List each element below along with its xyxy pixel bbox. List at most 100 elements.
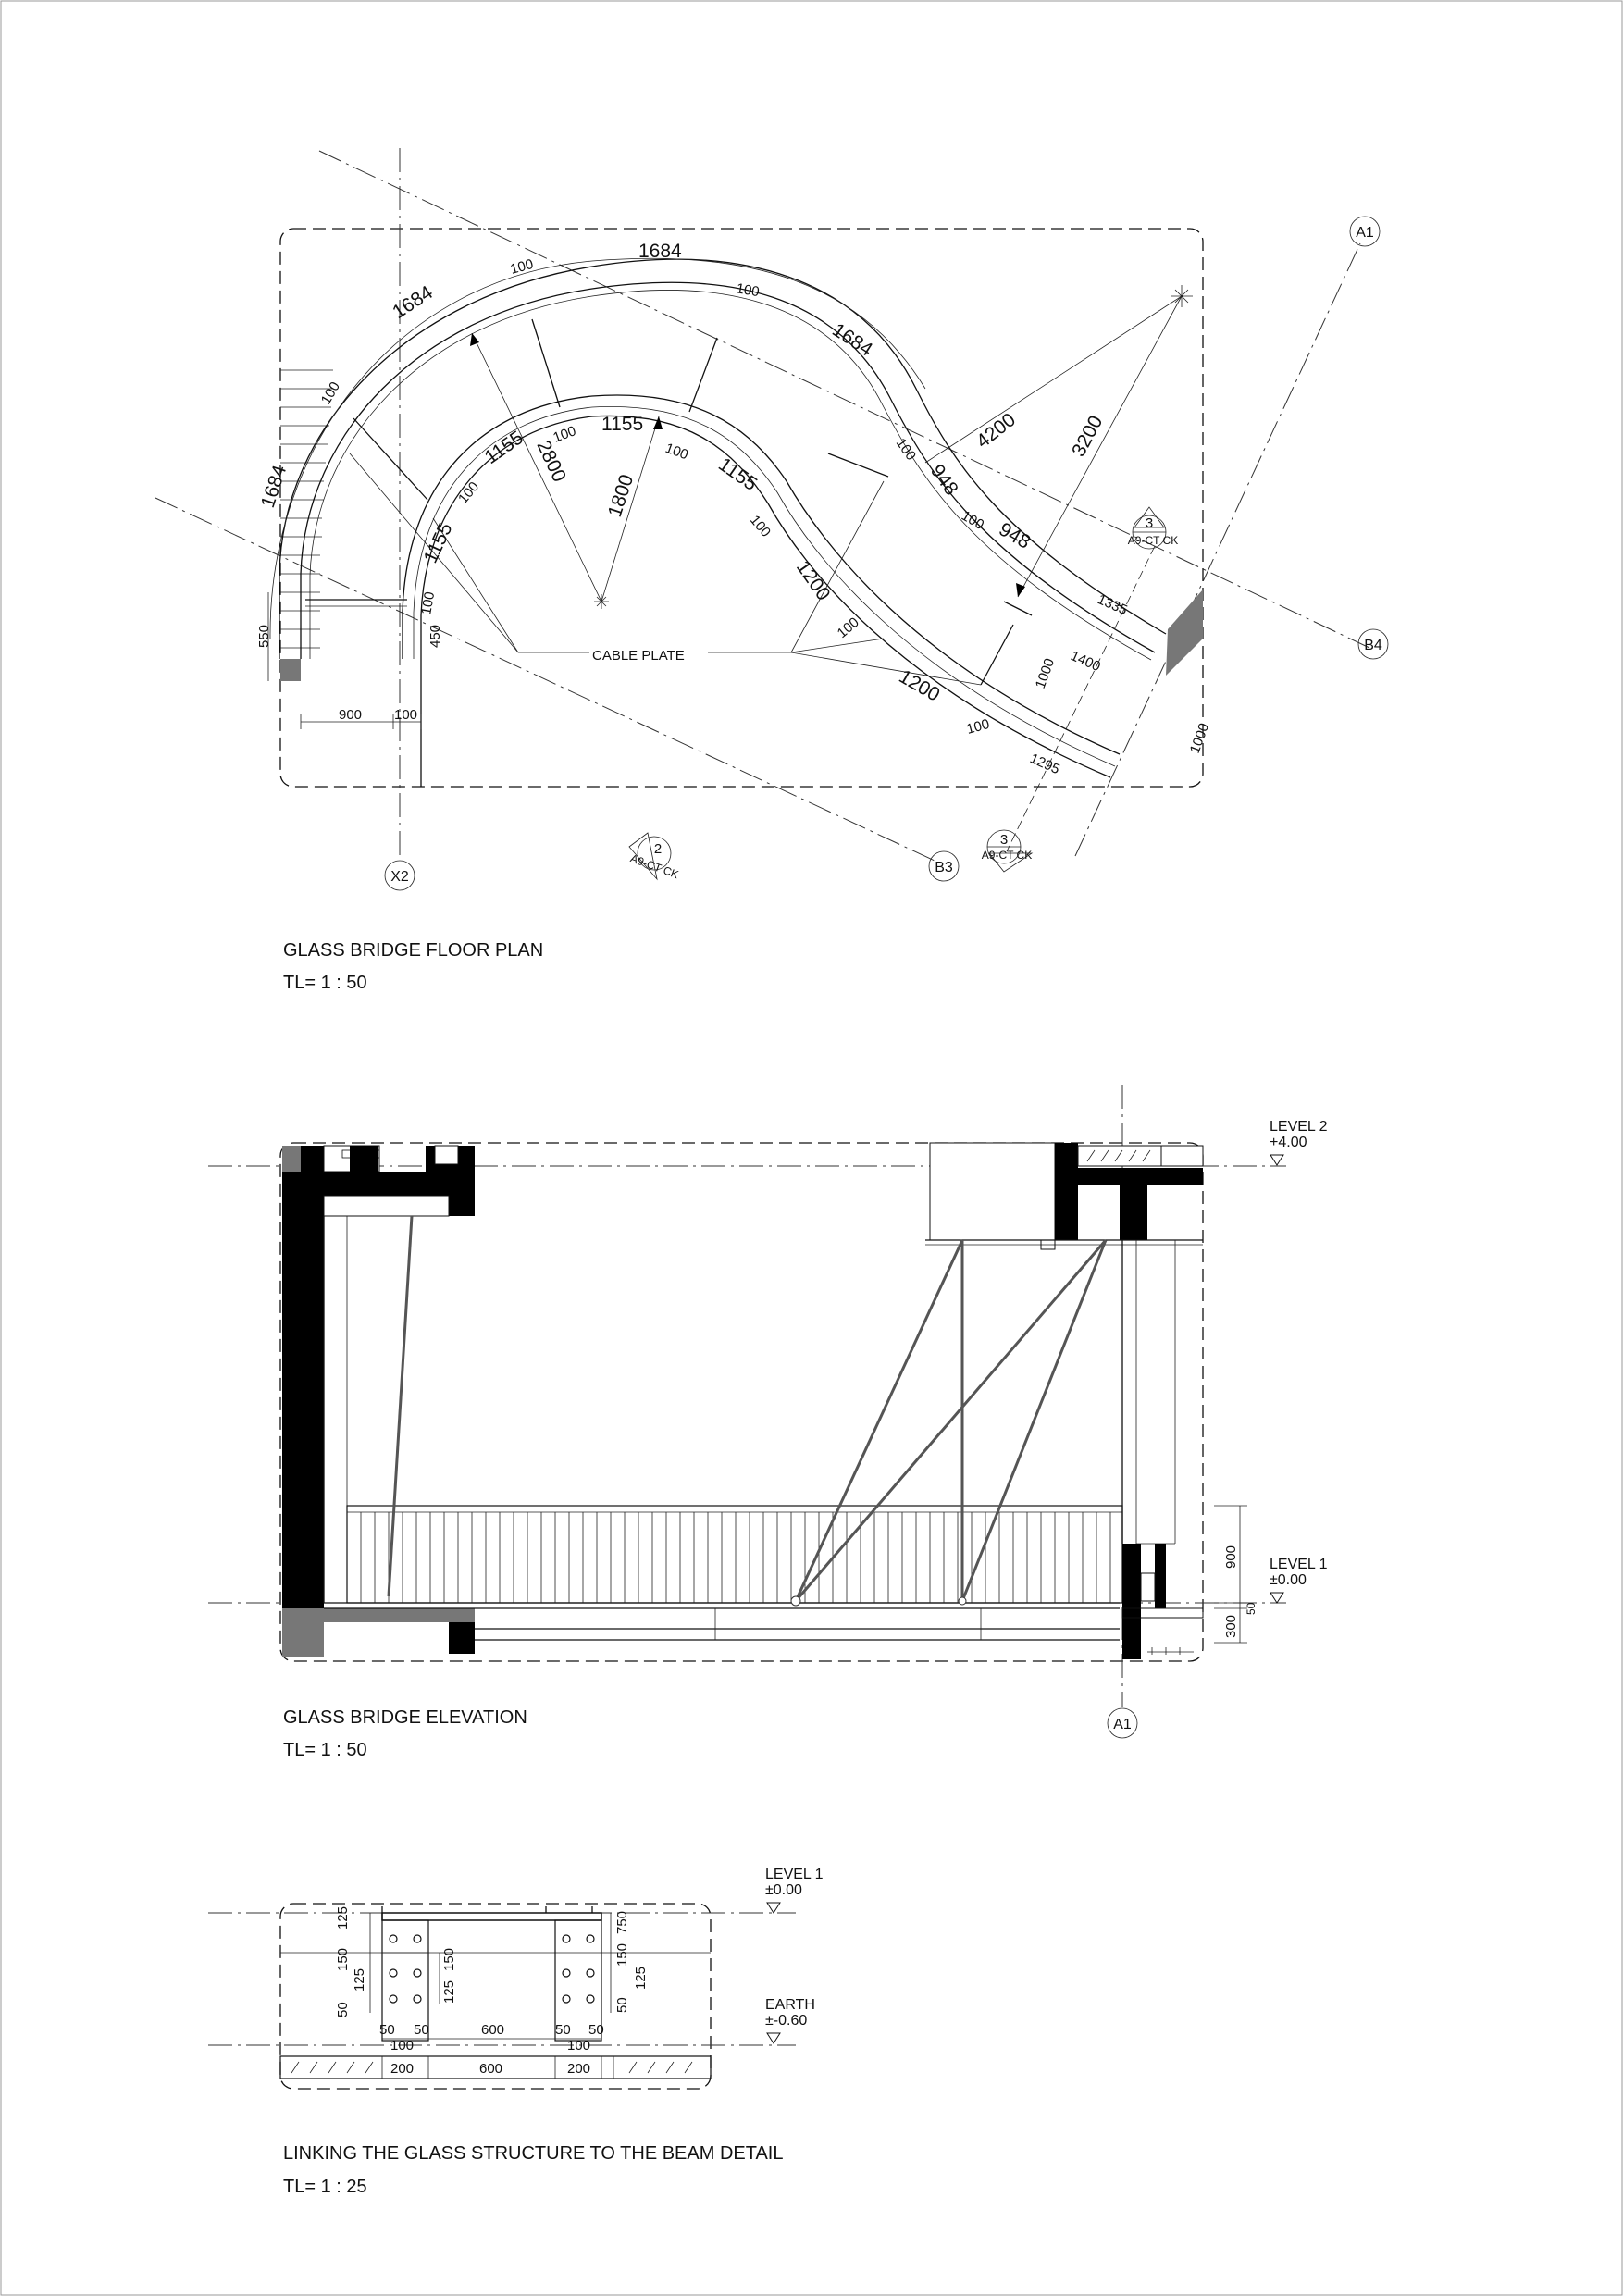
radius-line-2800 <box>471 332 602 602</box>
cable <box>794 1239 964 1602</box>
dim-100: 100 <box>394 707 417 723</box>
dim-1335: 1335 <box>1095 591 1129 618</box>
dim-radius-3200: 3200 <box>1068 412 1107 460</box>
svg-text:±-0.60: ±-0.60 <box>765 2013 807 2029</box>
svg-text:A1: A1 <box>1356 225 1374 241</box>
dim-1000: 1000 <box>1033 656 1058 690</box>
detail-earth-marker: EARTH ±-0.60 <box>765 1997 815 2044</box>
level-1-marker: LEVEL 1 ±0.00 <box>1270 1557 1328 1604</box>
level-2-marker: LEVEL 2 +4.00 <box>1270 1119 1328 1166</box>
dim-200: 200 <box>390 2061 414 2077</box>
bridge-inner-rail <box>402 394 1121 755</box>
dim-125: 125 <box>335 1906 351 1930</box>
svg-text:A9-CT CK: A9-CT CK <box>982 849 1032 862</box>
beam-detail: 125 150 125 50 150 125 750 150 125 50 50… <box>208 1867 824 2090</box>
dim-50: 50 <box>614 1997 630 2013</box>
dim-50: 50 <box>1245 1602 1258 1615</box>
dim-450: 450 <box>427 625 443 648</box>
dim-100: 100 <box>893 436 919 464</box>
dim-100: 100 <box>390 2038 414 2054</box>
elevation-scale: TL= 1 : 50 <box>283 1740 367 1760</box>
balustrade-posts <box>360 1512 1111 1603</box>
svg-text:A1: A1 <box>1113 1717 1132 1732</box>
dim-550: 550 <box>256 625 272 648</box>
svg-text:±0.00: ±0.00 <box>765 1882 802 1898</box>
svg-text:2: 2 <box>654 841 662 857</box>
svg-text:X2: X2 <box>390 869 409 885</box>
grid-line-b4 <box>318 150 1370 649</box>
rib <box>688 337 718 413</box>
rib <box>531 318 561 408</box>
svg-text:3: 3 <box>1146 515 1153 531</box>
section-marker-bottom: 3 A9-CT CK <box>982 829 1034 873</box>
detail-title: LINKING THE GLASS STRUCTURE TO THE BEAM … <box>283 2143 784 2164</box>
svg-text:±0.00: ±0.00 <box>1270 1572 1307 1588</box>
dim-100: 100 <box>735 280 761 300</box>
svg-text:LEVEL 1: LEVEL 1 <box>765 1867 824 1882</box>
grid-marker-a1-elevation: A1 <box>1107 1707 1138 1739</box>
dim-100: 100 <box>418 590 438 616</box>
column-left <box>280 659 301 681</box>
dim-100: 100 <box>551 423 578 446</box>
svg-text:EARTH: EARTH <box>765 1997 815 2013</box>
dim-150: 150 <box>335 1948 351 1971</box>
dim-125: 125 <box>352 1968 367 1992</box>
elevation-frame <box>279 1142 1204 1662</box>
floor-plan-frame <box>279 228 1204 788</box>
section-line <box>1006 545 1156 852</box>
cable <box>387 1215 414 1597</box>
dim-50: 50 <box>335 2002 351 2017</box>
top-plate <box>381 1912 602 1921</box>
floor-plan-title: GLASS BRIDGE FLOOR PLAN <box>283 940 543 961</box>
bridge-outer-arc <box>279 258 1167 659</box>
cable <box>794 1239 1108 1602</box>
upper-beam <box>929 1142 1056 1241</box>
cable-plate-label: CABLE PLATE <box>592 648 685 664</box>
dim-outer-arc: 1684 <box>638 241 682 262</box>
cable-plate-leader <box>349 453 519 653</box>
dim-inner-arc: 1155 <box>714 453 761 495</box>
dim-900: 900 <box>339 707 362 723</box>
dim-50: 50 <box>588 2022 604 2038</box>
dim-segment-1200: 1200 <box>896 665 944 705</box>
dim-100: 100 <box>747 513 774 540</box>
dim-300: 300 <box>1223 1615 1239 1638</box>
dim-150: 150 <box>614 1943 630 1967</box>
dim-100: 100 <box>965 716 992 738</box>
glass-balustrade <box>346 1505 1123 1604</box>
svg-text:LEVEL 2: LEVEL 2 <box>1270 1119 1328 1135</box>
bridge-inner-arc <box>420 415 1111 787</box>
grid-line-a1 <box>1074 242 1361 857</box>
dim-100: 100 <box>567 2038 590 2054</box>
bolt-plate-left <box>381 1919 429 2042</box>
dim-50: 50 <box>414 2022 429 2038</box>
grid-line-b3 <box>155 497 935 862</box>
radius-line-1800 <box>601 416 660 602</box>
floor-plan: CABLE PLATE 1684 1684 1684 1684 1155 115… <box>155 148 1389 891</box>
dim-1000: 1000 <box>1187 721 1212 755</box>
dim-600: 600 <box>479 2061 502 2077</box>
dim-600: 600 <box>481 2022 504 2038</box>
dim-200: 200 <box>567 2061 590 2077</box>
svg-text:3: 3 <box>1000 832 1008 848</box>
dim-radius-4200: 4200 <box>973 409 1020 453</box>
dim-segment-948: 948 <box>926 461 962 500</box>
rib <box>1003 601 1033 616</box>
dim-125: 125 <box>633 1967 649 1990</box>
dim-150: 150 <box>441 1948 457 1971</box>
right-column <box>1122 1544 1141 1659</box>
radius-line-3200 <box>1017 295 1183 598</box>
dim-50: 50 <box>379 2022 395 2038</box>
grid-marker-a1: A1 <box>1349 216 1381 247</box>
dim-100: 100 <box>318 379 343 407</box>
detail-scale: TL= 1 : 25 <box>283 2177 367 2197</box>
detail-frame <box>279 1903 712 2090</box>
rib <box>827 453 889 478</box>
grid-marker-b4: B4 <box>1357 628 1389 660</box>
dim-125: 125 <box>441 1980 457 2004</box>
detail-level-1-marker: LEVEL 1 ±0.00 <box>765 1867 824 1914</box>
svg-text:A9-CT CK: A9-CT CK <box>1128 534 1178 547</box>
dim-900: 900 <box>1223 1545 1239 1569</box>
